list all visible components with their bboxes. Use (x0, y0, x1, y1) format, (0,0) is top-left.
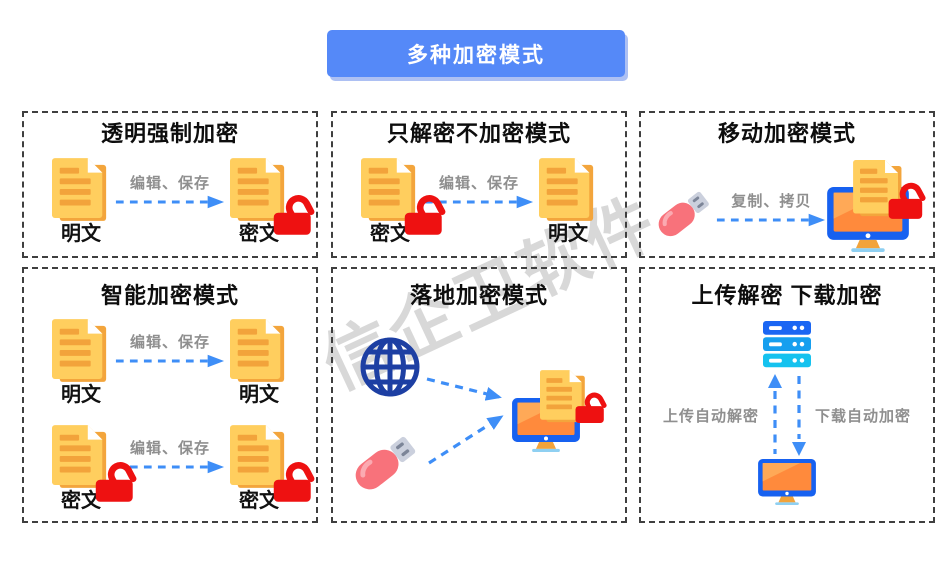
panel-smart-encryption: 智能加密模式 明文 编辑、保存 明文 密文 编辑、保存 (22, 267, 318, 523)
encrypted-document-group: 密文 (357, 158, 423, 245)
dashed-arrow-icon (114, 194, 226, 210)
flow-row-encrypted: 密文 编辑、保存 密文 (24, 415, 316, 521)
upload-label: 上传自动解密 (662, 407, 759, 425)
document-label: 明文 (548, 223, 588, 246)
dashed-arrow-down-icon (791, 374, 807, 456)
arrow-label: 编辑、保存 (129, 174, 210, 192)
server-icon (762, 321, 812, 369)
arrow-group: 编辑、保存 (114, 437, 226, 475)
download-label: 下载自动加密 (815, 407, 912, 425)
arrow-group: 编辑、保存 (114, 172, 226, 210)
encrypted-document-group: 密文 (226, 425, 292, 512)
computer-with-encrypted-doc (827, 160, 927, 252)
flow-row: 明文 编辑、保存 密文 (24, 147, 316, 256)
open-padlock-icon (272, 461, 316, 502)
usb-drive-icon (349, 425, 423, 499)
globe-icon (358, 335, 422, 399)
document-icon (539, 158, 597, 222)
panel-decrypt-only: 只解密不加密模式 密文 编辑、保存 明文 (331, 111, 627, 258)
document-label: 密文 (239, 489, 279, 512)
panel-transparent-encryption: 透明强制加密 明文 编辑、保存 密文 (22, 111, 318, 258)
arrow-group: 复制、拷贝 (715, 190, 827, 228)
updown-arrows-row: 上传自动解密 下载自动加密 (663, 373, 911, 457)
open-padlock-icon (94, 461, 138, 502)
panel-landing-encryption: 落地加密模式 (331, 267, 627, 523)
usb-drive-icon (653, 176, 715, 250)
document-label: 明文 (239, 383, 279, 406)
document-icon (230, 319, 288, 383)
plain-document-group: 明文 (48, 158, 114, 245)
dashed-arrow-up-icon (767, 374, 783, 456)
dashed-arrows (426, 377, 504, 465)
dashed-arrow-icon (114, 353, 226, 369)
arrow-label: 编辑、保存 (129, 440, 210, 458)
arrow-group: 编辑、保存 (423, 172, 535, 210)
document-icon (52, 158, 110, 222)
document-label: 密文 (239, 223, 279, 246)
open-padlock-icon (403, 194, 447, 235)
title-banner: 多种加密模式 (327, 30, 625, 77)
panel-title: 上传解密 下载加密 (691, 283, 883, 308)
panel-upload-download: 上传解密 下载加密 上传自动解密 下载自动加密 (639, 267, 935, 523)
document-icon (52, 319, 110, 383)
plain-document-group: 明文 (226, 319, 292, 406)
computer-with-encrypted-doc (512, 370, 608, 452)
panel-title: 移动加密模式 (717, 121, 856, 146)
flow-row-plain: 明文 编辑、保存 明文 (24, 309, 316, 415)
flow-row: 密文 编辑、保存 明文 (333, 147, 625, 256)
document-label: 密文 (370, 223, 410, 246)
open-padlock-icon (272, 194, 316, 235)
open-padlock-icon (887, 182, 927, 219)
plain-document-group: 明文 (535, 158, 601, 245)
panel-title: 落地加密模式 (409, 283, 548, 308)
panel-title: 只解密不加密模式 (386, 121, 571, 146)
panel-title: 透明强制加密 (100, 121, 239, 146)
document-label: 密文 (61, 489, 101, 512)
arrow-label: 复制、拷贝 (731, 193, 812, 210)
document-label: 明文 (61, 383, 101, 406)
panel-title: 智能加密模式 (100, 283, 239, 308)
computer-monitor-icon (758, 459, 816, 505)
document-label: 明文 (61, 223, 101, 246)
arrow-label: 编辑、保存 (438, 174, 519, 192)
panel-mobile-encryption: 移动加密模式 复制、拷贝 (639, 111, 935, 258)
dashed-arrow-icon (715, 212, 827, 228)
banner-label: 多种加密模式 (407, 43, 545, 67)
plain-document-group: 明文 (48, 319, 114, 406)
arrow-group: 编辑、保存 (114, 331, 226, 369)
encrypted-document-group: 密文 (226, 158, 292, 245)
arrow-label: 编辑、保存 (129, 334, 210, 352)
encrypted-document-group: 密文 (48, 425, 114, 512)
flow-row: 复制、拷贝 (641, 147, 933, 256)
open-padlock-icon (574, 392, 608, 423)
